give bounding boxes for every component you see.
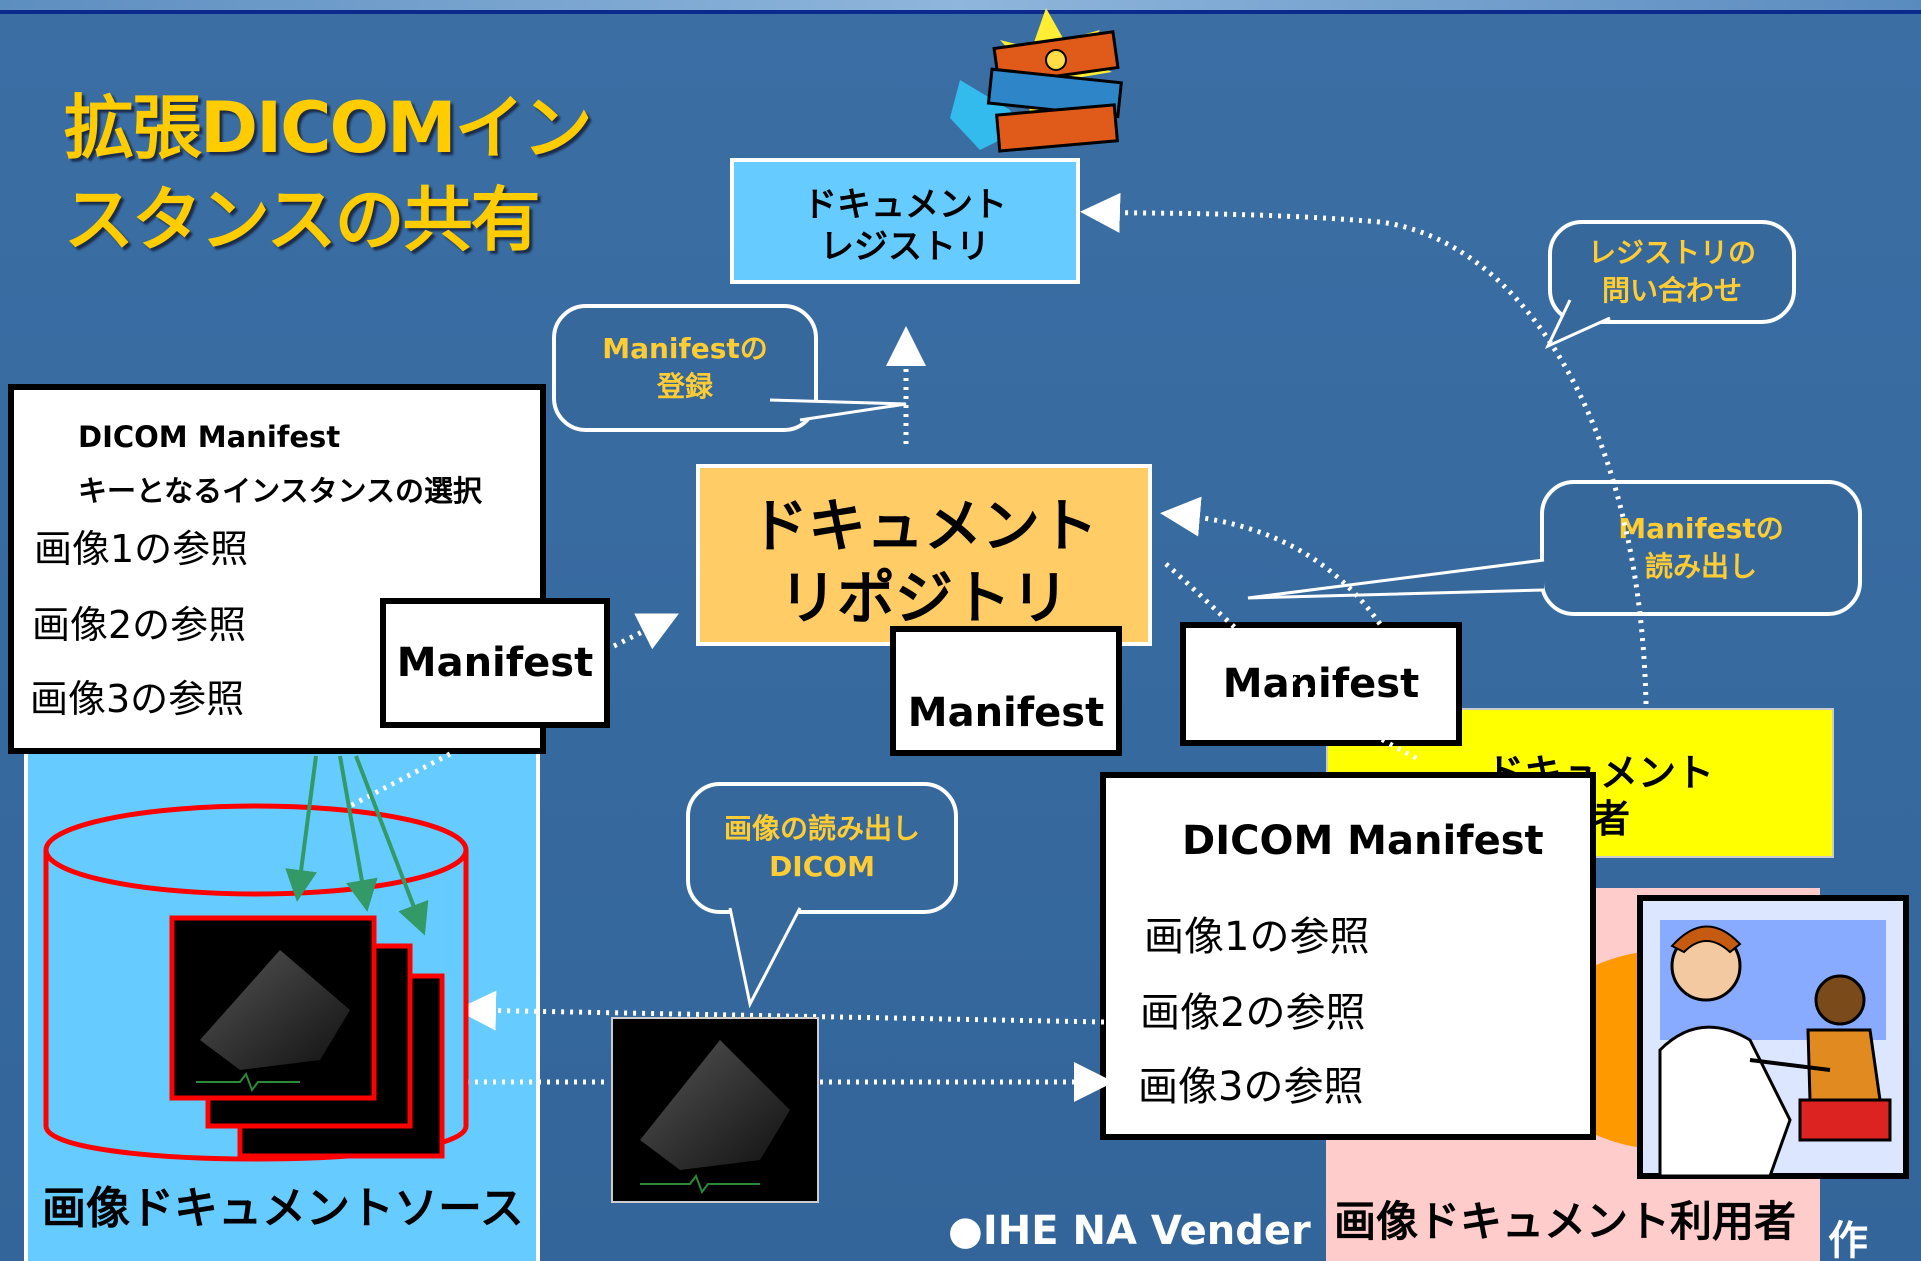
- slide-title: 拡張DICOMイン スタンスの共有: [64, 82, 624, 266]
- arrow-manifest-to-cylinder: [348, 751, 452, 809]
- manifest-tag-label: Manifest: [907, 690, 1105, 736]
- consumer-manifest-heading: DICOM Manifest: [1182, 818, 1544, 864]
- document-registry: ドキュメント レジストリ: [730, 158, 1080, 284]
- manifest-tag-source: Manifest: [380, 598, 610, 728]
- arrow-repo-to-consumer: [1164, 562, 1422, 763]
- source-manifest-subheading: キーとなるインスタンスの選択: [78, 474, 482, 508]
- arrow-manifest-to-repo: [612, 613, 679, 650]
- arrow-consumer-read-repo: [1160, 496, 1383, 626]
- repository-line-2: リポジトリ: [778, 564, 1069, 632]
- arrow-image-request: [456, 990, 1105, 1031]
- books-icon: [950, 8, 1123, 153]
- ultrasound-image-stack: [169, 915, 445, 1159]
- top-banner: [0, 0, 1921, 14]
- callout-line: 読み出し: [1644, 550, 1757, 583]
- green-ref-arrow-1: [285, 755, 318, 902]
- doctor-patient-icon: [1637, 895, 1909, 1179]
- title-line-2: スタンスの共有: [64, 179, 541, 261]
- green-ref-arrow-2: [338, 755, 378, 912]
- registry-line-2: レジストリ: [820, 227, 990, 267]
- title-line-1: 拡張DICOMイン: [64, 87, 593, 169]
- arrow-query-registry: [1080, 192, 1649, 705]
- callout-pointer-image: [728, 907, 802, 1009]
- consumer-label-backdrop: [1326, 1180, 1820, 1261]
- ultrasound-image-transfer: [611, 1017, 819, 1203]
- source-manifest-heading: DICOM Manifest: [78, 420, 341, 454]
- repository-line-1: ドキュメント: [749, 492, 1098, 560]
- consumer-label: 画像ドキュメント利用者: [1334, 1197, 1797, 1246]
- consumer-ref-2: 画像2の参照: [1140, 990, 1366, 1036]
- consumer-manifest-box: [1100, 772, 1596, 1140]
- callout-manifest-read: Manifestの 読み出し: [1540, 480, 1862, 616]
- callout-pointer-query: [1544, 299, 1611, 350]
- source-ref-3: 画像3の参照: [30, 677, 245, 721]
- callout-manifest-register: Manifestの 登録: [552, 304, 818, 432]
- consumer-ref-3: 画像3の参照: [1138, 1064, 1364, 1110]
- callout-line: 画像の読み出し: [723, 812, 920, 845]
- callout-line: レジストリの: [1587, 236, 1756, 269]
- consumer-ref-1: 画像1の参照: [1144, 914, 1370, 960]
- green-ref-arrow-3: [354, 755, 429, 936]
- callout-pointer-read: [1247, 558, 1545, 600]
- source-ref-1: 画像1の参照: [34, 527, 249, 571]
- consumer-yellow-line-2: 者: [1592, 797, 1631, 841]
- manifest-tag-repository: Manifest: [890, 626, 1122, 756]
- callout-image-read: 画像の読み出し DICOM: [686, 782, 958, 914]
- document-repository: ドキュメント リポジトリ: [696, 464, 1152, 646]
- source-label: 画像ドキュメントソース: [42, 1183, 524, 1234]
- footer-credit-right: 作: [1828, 1218, 1868, 1261]
- callout-line: Manifestの: [602, 332, 768, 365]
- callout-registry-query: レジストリの 問い合わせ: [1548, 220, 1796, 324]
- manifest-tag-label: Manifest: [396, 640, 594, 686]
- manifest-tag-consumer: Manifest: [1180, 622, 1462, 746]
- manifest-tag-label: Manifest: [1222, 661, 1420, 707]
- registry-line-1: ドキュメント: [803, 185, 1007, 225]
- source-ref-2: 画像2の参照: [32, 603, 247, 647]
- callout-line: 登録: [656, 370, 713, 403]
- callout-line: 問い合わせ: [1601, 274, 1742, 307]
- callout-pointer-register: [769, 398, 907, 422]
- callout-line: Manifestの: [1618, 512, 1784, 545]
- callout-line: DICOM: [769, 850, 875, 883]
- footer-credit-left: ●IHE NA Vender W: [948, 1208, 1369, 1254]
